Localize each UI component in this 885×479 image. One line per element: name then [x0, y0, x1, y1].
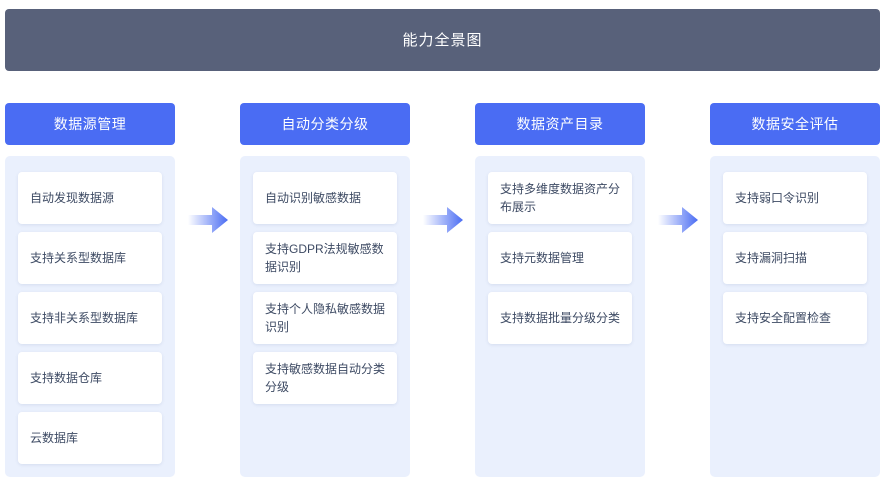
- capability-card-label: 支持个人隐私敏感数据识别: [265, 302, 386, 334]
- column-header-1[interactable]: 数据源管理: [5, 103, 175, 145]
- capability-card[interactable]: 支持GDPR法规敏感数据识别: [253, 232, 397, 284]
- column-header-label: 自动分类分级: [281, 116, 369, 132]
- column-header-label: 数据源管理: [53, 116, 127, 132]
- column-panel-3: 支持多维度数据资产分布展示 支持元数据管理 支持数据批量分级分类: [475, 156, 645, 477]
- capability-card[interactable]: 支持敏感数据自动分类分级: [253, 352, 397, 404]
- capability-card-label: 云数据库: [30, 431, 79, 445]
- capability-card[interactable]: 支持非关系型数据库: [18, 292, 162, 344]
- capability-card-label: 支持关系型数据库: [30, 251, 127, 265]
- capability-card[interactable]: 云数据库: [18, 412, 162, 464]
- column-header-3[interactable]: 数据资产目录: [475, 103, 645, 145]
- column-header-2[interactable]: 自动分类分级: [240, 103, 410, 145]
- capability-column-3: 数据资产目录 支持多维度数据资产分布展示 支持元数据管理 支持数据批量分级分类: [475, 103, 645, 477]
- column-panel-4: 支持弱口令识别 支持漏洞扫描 支持安全配置检查: [710, 156, 880, 477]
- capability-card-label: 自动识别敏感数据: [265, 191, 362, 205]
- page-title: 能力全景图: [402, 31, 483, 49]
- capability-card[interactable]: 支持安全配置检查: [723, 292, 867, 344]
- capability-columns: 数据源管理 自动发现数据源 支持关系型数据库 支持非关系型数据库 支持数据仓库 …: [0, 103, 885, 479]
- column-panel-2: 自动识别敏感数据 支持GDPR法规敏感数据识别 支持个人隐私敏感数据识别 支持敏…: [240, 156, 410, 477]
- capability-card-label: 支持弱口令识别: [735, 191, 820, 205]
- capability-card[interactable]: 支持多维度数据资产分布展示: [488, 172, 632, 224]
- capability-card-label: 支持敏感数据自动分类分级: [265, 362, 386, 394]
- capability-card[interactable]: 支持关系型数据库: [18, 232, 162, 284]
- column-header-label: 数据安全评估: [751, 116, 839, 132]
- capability-card-label: 支持数据仓库: [30, 371, 103, 385]
- page-title-banner: 能力全景图: [5, 9, 880, 71]
- capability-card-label: 支持安全配置检查: [735, 311, 832, 325]
- capability-card[interactable]: 自动识别敏感数据: [253, 172, 397, 224]
- capability-card-label: 支持漏洞扫描: [735, 251, 808, 265]
- capability-card[interactable]: 支持弱口令识别: [723, 172, 867, 224]
- capability-card[interactable]: 支持漏洞扫描: [723, 232, 867, 284]
- column-panel-1: 自动发现数据源 支持关系型数据库 支持非关系型数据库 支持数据仓库 云数据库: [5, 156, 175, 477]
- capability-column-4: 数据安全评估 支持弱口令识别 支持漏洞扫描 支持安全配置检查: [710, 103, 880, 477]
- capability-card-label: 支持GDPR法规敏感数据识别: [265, 242, 384, 274]
- capability-card-label: 支持元数据管理: [500, 251, 585, 265]
- capability-card-label: 支持非关系型数据库: [30, 311, 139, 325]
- capability-card[interactable]: 自动发现数据源: [18, 172, 162, 224]
- capability-card[interactable]: 支持个人隐私敏感数据识别: [253, 292, 397, 344]
- capability-card-label: 支持数据批量分级分类: [500, 311, 621, 325]
- capability-card-label: 自动发现数据源: [30, 191, 115, 205]
- capability-card[interactable]: 支持元数据管理: [488, 232, 632, 284]
- capability-card-label: 支持多维度数据资产分布展示: [500, 182, 621, 214]
- arrow-right-icon: [658, 207, 698, 233]
- column-header-label: 数据资产目录: [516, 116, 604, 132]
- arrow-right-icon: [423, 207, 463, 233]
- capability-card[interactable]: 支持数据批量分级分类: [488, 292, 632, 344]
- capability-column-1: 数据源管理 自动发现数据源 支持关系型数据库 支持非关系型数据库 支持数据仓库 …: [5, 103, 175, 477]
- arrow-right-icon: [188, 207, 228, 233]
- column-header-4[interactable]: 数据安全评估: [710, 103, 880, 145]
- capability-card[interactable]: 支持数据仓库: [18, 352, 162, 404]
- capability-column-2: 自动分类分级 自动识别敏感数据 支持GDPR法规敏感数据识别 支持个人隐私敏感数…: [240, 103, 410, 477]
